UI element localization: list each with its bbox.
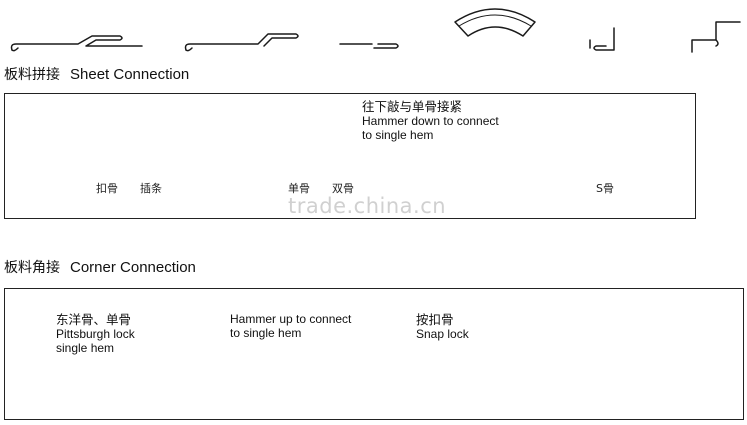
profile-double-hem-icon <box>10 35 143 52</box>
caption-right: S骨 <box>596 182 614 195</box>
caption-middle-b: 双骨 <box>332 182 354 195</box>
caption-middle-a: 单骨 <box>288 182 310 195</box>
sheet-connection-title-zh: 板料拼接 <box>4 67 60 83</box>
pittsburgh-lock-text-en-1: Pittsburgh lock <box>56 327 135 341</box>
pittsburgh-lock-text-zh: 东洋骨、单骨 <box>56 312 132 327</box>
caption-left-a: 扣骨 <box>96 182 118 195</box>
watermark: trade.china.cn <box>288 194 447 218</box>
hammer-up-text-1: Hammer up to connect <box>230 312 352 326</box>
profile-corner-large-icon <box>691 21 741 53</box>
profile-flat-seam-icon <box>339 43 399 49</box>
corner-connection-title-en: Corner Connection <box>70 259 196 276</box>
hammer-down-text-en-1: Hammer down to connect <box>362 114 499 128</box>
hammer-down-text-en-2: to single hem <box>362 128 434 142</box>
hammer-up-annotation: Hammer up to connect to single hem <box>230 312 351 340</box>
corner-connection-title-zh: 板料角接 <box>4 260 60 276</box>
caption-left-b: 插条 <box>140 182 162 195</box>
sheet-connection-heading: 板料拼接 Sheet Connection <box>4 64 189 84</box>
hammer-down-annotation: 往下敲与单骨接紧 Hammer down to connect to singl… <box>362 99 499 143</box>
sheet-connection-title-en: Sheet Connection <box>70 66 190 83</box>
hammer-up-text-2: to single hem <box>230 326 302 340</box>
pittsburgh-lock-label: 东洋骨、单骨 Pittsburgh lock single hem <box>56 312 135 356</box>
pittsburgh-lock-text-en-2: single hem <box>56 341 115 355</box>
profile-elbow-icon <box>454 8 536 37</box>
corner-connection-heading: 板料角接 Corner Connection <box>4 257 196 277</box>
corner-connection-panel <box>4 288 744 420</box>
profile-single-hem-icon <box>184 33 299 52</box>
sheet-connection-panel <box>4 93 696 219</box>
snap-lock-label: 按扣骨 Snap lock <box>416 312 469 342</box>
profile-corner-small-icon <box>589 27 615 51</box>
snap-lock-text-zh: 按扣骨 <box>416 312 454 327</box>
snap-lock-text-en: Snap lock <box>416 327 469 341</box>
hammer-down-text-zh: 往下敲与单骨接紧 <box>362 99 463 114</box>
